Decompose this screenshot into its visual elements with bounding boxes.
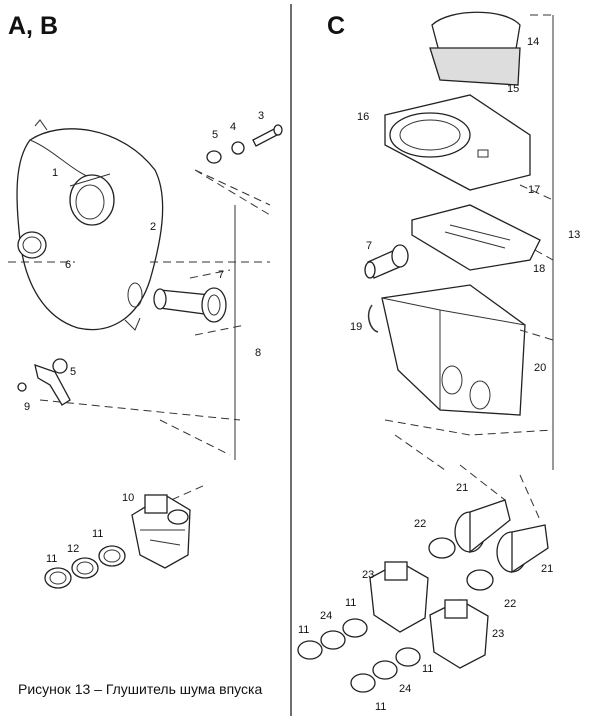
label-11-right-c: 11 <box>422 663 433 675</box>
label-23b: 23 <box>492 628 504 640</box>
label-21b: 21 <box>541 563 553 575</box>
label-6: 6 <box>65 259 71 271</box>
label-20: 20 <box>534 362 546 374</box>
bracket-9 <box>17 358 71 406</box>
clamps-22 <box>428 537 494 591</box>
leader-dash <box>519 14 554 341</box>
heading-a-b: A, B <box>8 12 58 40</box>
label-16: 16 <box>357 111 369 123</box>
leader-dash <box>159 484 206 506</box>
label-24b: 24 <box>399 683 411 695</box>
figure-caption: Рисунок 13 – Глушитель шума впуска <box>18 681 263 697</box>
label-23: 23 <box>362 569 374 581</box>
label-4: 4 <box>230 121 236 133</box>
washer-nut-5-4-3 <box>206 124 283 164</box>
label-21: 21 <box>456 482 468 494</box>
label-24: 24 <box>320 610 332 622</box>
intake-tube-7-left <box>153 287 227 323</box>
label-22: 22 <box>414 518 426 530</box>
label-8: 8 <box>255 347 261 359</box>
label-15: 15 <box>507 83 519 95</box>
label-10: 10 <box>122 492 134 504</box>
label-11-right-b: 11 <box>298 624 309 636</box>
leader-dash <box>384 419 554 471</box>
label-11b: 11 <box>46 553 57 565</box>
clamp-ring-6 <box>17 231 47 259</box>
clamps-left-lower <box>44 545 126 589</box>
label-11-right-d: 11 <box>375 701 386 713</box>
airbox-20 <box>381 284 526 416</box>
heading-c: C <box>327 12 346 40</box>
leader-dash <box>189 269 246 336</box>
intake-tube-7-right <box>364 244 409 279</box>
label-7: 7 <box>218 269 224 281</box>
label-18: 18 <box>533 263 545 275</box>
label-22b: 22 <box>504 598 516 610</box>
clip-19 <box>367 304 379 333</box>
label-12: 12 <box>67 543 79 555</box>
label-11-right: 11 <box>345 597 356 609</box>
label-5: 5 <box>212 129 218 141</box>
label-7-right: 7 <box>366 240 372 252</box>
carburetor-10 <box>131 494 191 569</box>
muffler-housing <box>16 119 164 331</box>
filter-plate-18 <box>411 204 541 271</box>
leader-dash <box>39 399 241 456</box>
label-3: 3 <box>258 110 264 122</box>
rubber-sleeves-21 <box>454 499 549 574</box>
leader-dash <box>459 464 541 521</box>
airbox-lid-16-17 <box>384 94 531 191</box>
clamps-right-lower <box>297 618 421 693</box>
label-9: 9 <box>24 401 30 413</box>
label-2: 2 <box>150 221 156 233</box>
carburetors-23 <box>369 561 489 669</box>
label-5b: 5 <box>70 366 76 378</box>
label-17: 17 <box>528 184 540 196</box>
label-1: 1 <box>52 167 58 179</box>
leader-dash <box>194 169 271 216</box>
label-19: 19 <box>350 321 362 333</box>
filter-cover-14 <box>429 11 521 86</box>
label-13: 13 <box>568 229 580 241</box>
label-11: 11 <box>92 528 103 540</box>
label-14: 14 <box>527 36 539 48</box>
